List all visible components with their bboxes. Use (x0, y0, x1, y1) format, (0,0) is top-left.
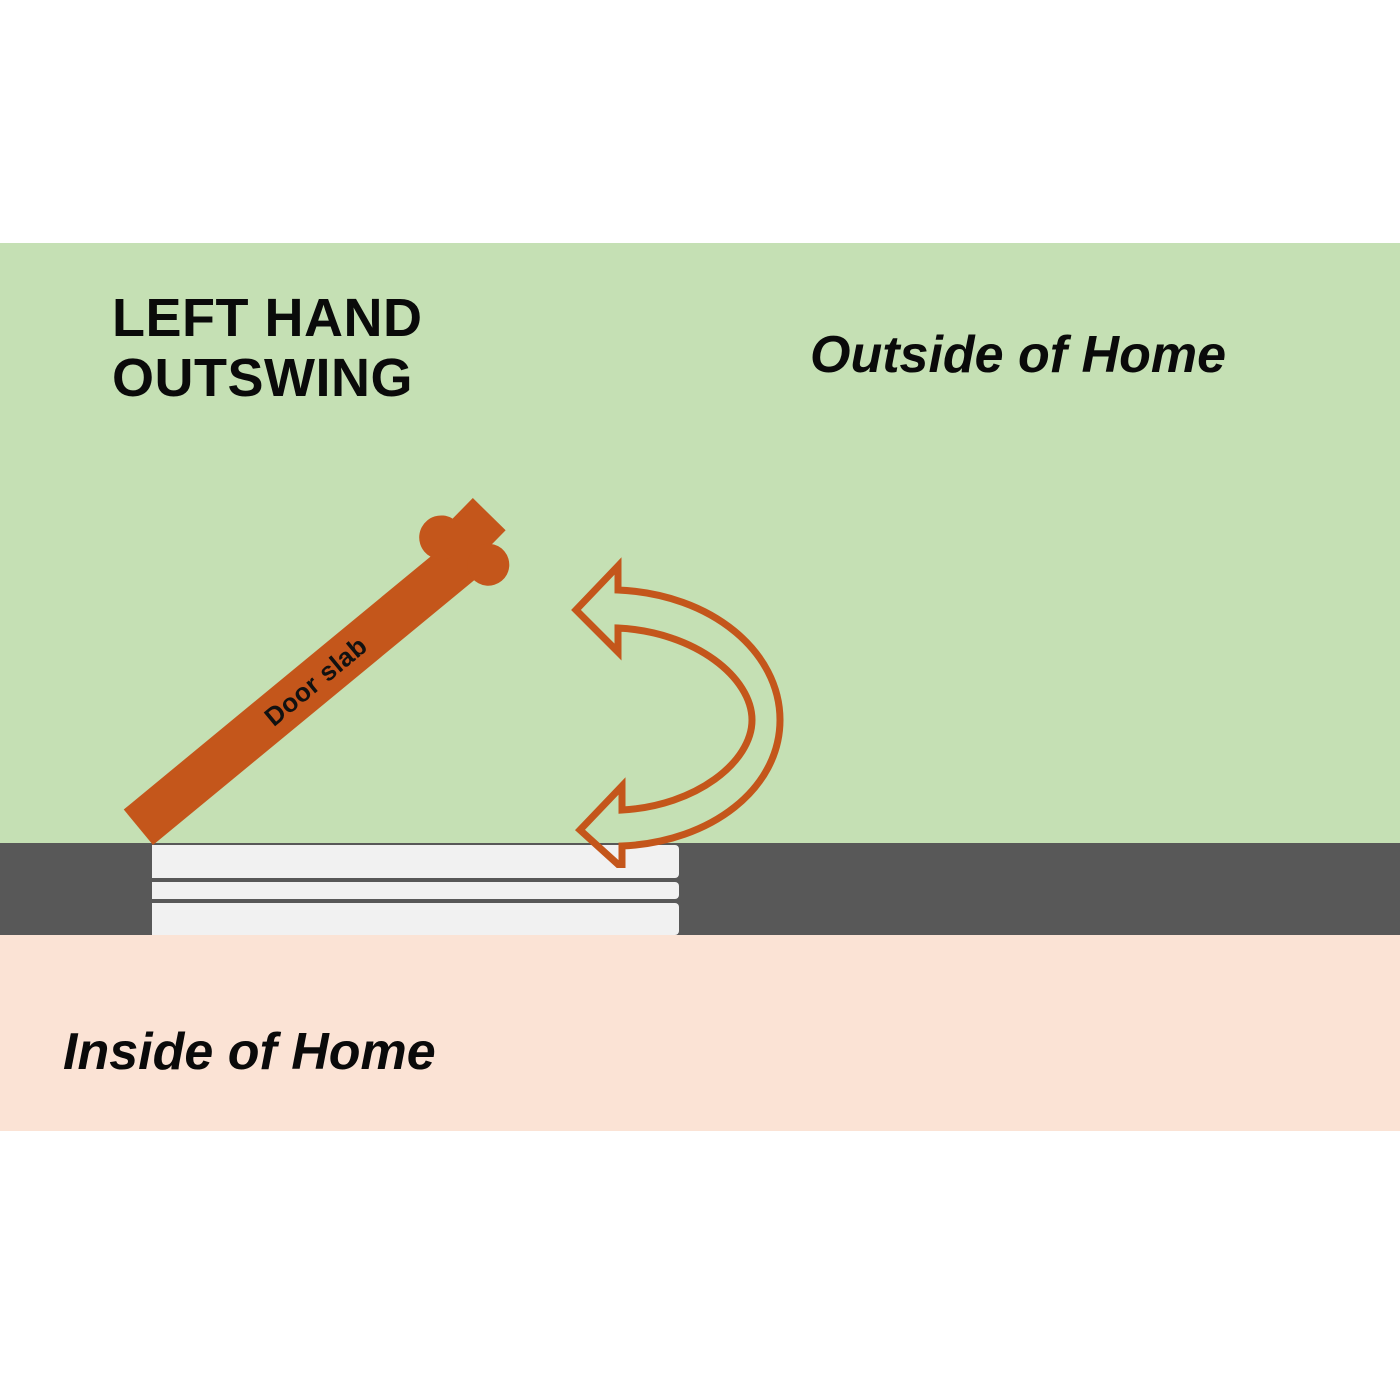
swing-arrow-outline (571, 557, 784, 868)
sill-band-outer (152, 845, 679, 878)
sill-band-inner (152, 903, 679, 935)
outside-of-home-label: Outside of Home (810, 326, 1227, 384)
inside-zone (0, 935, 1400, 1131)
page-title: LEFT HAND OUTSWING (112, 288, 423, 409)
sill-band-middle (152, 882, 679, 899)
door-threshold (152, 845, 679, 935)
inside-of-home-label: Inside of Home (63, 1023, 436, 1081)
swing-arrow-icon (571, 557, 784, 868)
